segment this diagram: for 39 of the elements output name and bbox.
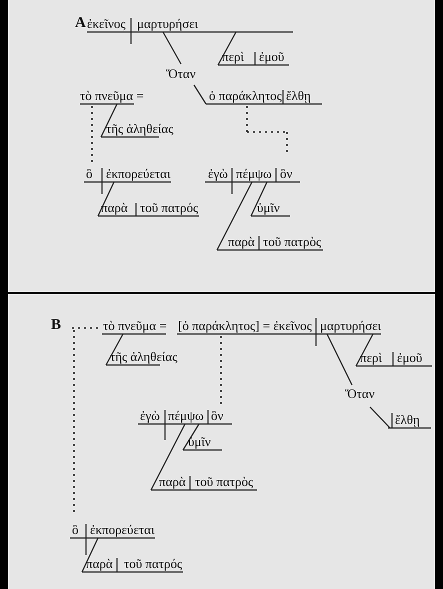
greek-word: ὁ παράκλητος — [209, 89, 282, 103]
greek-word: μαρτυρήσει — [137, 17, 198, 31]
greek-word: πέμψω — [168, 409, 204, 423]
greek-word: τοῦ πατρός — [124, 557, 182, 571]
greek-word: ὃν — [211, 409, 224, 423]
greek-word: ἐμοῦ — [259, 50, 284, 64]
greek-word: ἐγὼ — [208, 167, 228, 181]
greek-word: ὃ — [86, 167, 92, 181]
greek-word: ἐκπορεύεται — [90, 523, 154, 537]
greek-word: παρὰ — [159, 475, 186, 489]
greek-word: ἔλθῃ — [286, 89, 311, 103]
greek-word: ἐμοῦ — [397, 351, 422, 365]
greek-word: ἐκεῖνος — [87, 17, 126, 31]
greek-word: Ὅταν — [166, 67, 196, 81]
greek-word: τοῦ πατρὸς — [263, 235, 322, 249]
greek-word: [ὁ παράκλητος] = ἐκεῖνος — [178, 319, 312, 333]
greek-word: ἐκπορεύεται — [106, 167, 170, 181]
greek-word: ὑμῖν — [257, 201, 280, 215]
greek-word: ὑμῖν — [188, 435, 211, 449]
greek-word: τὸ πνεῦμα = — [80, 89, 144, 103]
section-letter: A — [75, 15, 86, 31]
greek-word: ὃ — [72, 523, 78, 537]
greek-word: παρὰ — [228, 235, 255, 249]
greek-word: τῆς ἀληθείας — [110, 350, 178, 364]
greek-word: τοῦ πατρός — [140, 201, 198, 215]
greek-word: ὃν — [280, 167, 292, 181]
greek-word: πέμψω — [236, 167, 272, 181]
greek-word: τὸ πνεῦμα = — [103, 319, 167, 333]
greek-word: Ὅταν — [345, 387, 375, 401]
greek-word: ἔλθῃ — [395, 413, 420, 427]
greek-word: τοῦ πατρὸς — [195, 475, 254, 489]
greek-word: περὶ — [360, 351, 382, 365]
greek-word: μαρτυρήσει — [320, 319, 382, 333]
section-letter: B — [51, 317, 62, 333]
greek-word: παρὰ — [86, 557, 113, 571]
greek-word: περὶ — [222, 50, 244, 64]
greek-word: τῆς ἀληθείας — [106, 122, 174, 136]
greek-word: παρὰ — [101, 201, 128, 215]
greek-word: ἐγὼ — [140, 409, 160, 423]
